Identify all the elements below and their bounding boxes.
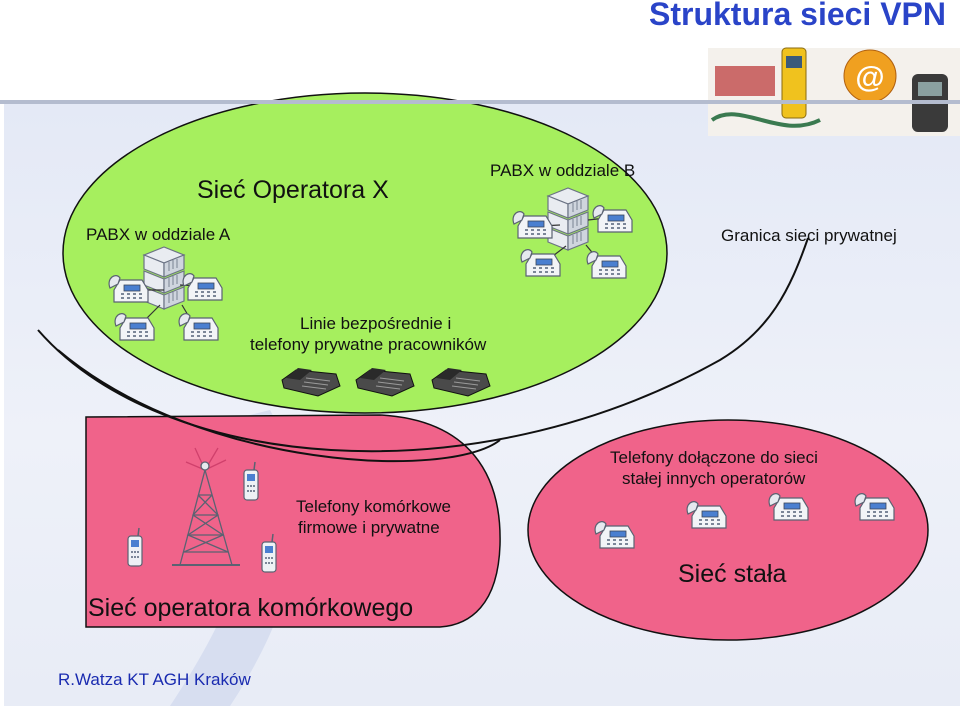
phone-icon (586, 251, 627, 279)
phone-icon (114, 313, 155, 341)
fixed-network-ellipse (527, 419, 929, 641)
fixed-network-label: Sieć stała (678, 560, 787, 588)
fixed-phones-label-2: stałej innych operatorów (622, 469, 806, 488)
branch-b-label: PABX w oddziale B (490, 161, 636, 180)
direct-lines-label-2: telefony prywatne pracowników (250, 335, 487, 354)
footer-credit: R.Watza KT AGH Kraków (58, 670, 251, 689)
header-devices-image: @ (708, 47, 960, 136)
phone-icon (108, 275, 149, 303)
radio-tower-icon (172, 447, 240, 566)
phone-icon (178, 313, 219, 341)
phone-icon (594, 521, 635, 549)
svg-text:@: @ (855, 61, 884, 94)
phone-icon (182, 273, 223, 301)
phone-icon (686, 501, 727, 529)
private-boundary-label: Granica sieci prywatnej (721, 226, 897, 245)
page-title: Struktura sieci VPN (649, 0, 946, 32)
direct-lines-arc (57, 349, 501, 463)
phone-icon (768, 493, 809, 521)
operator-x-label: Sieć Operatora X (197, 176, 389, 204)
phone-icon (592, 205, 633, 233)
phone-icon (854, 493, 895, 521)
mobile-phones-label-2: firmowe i prywatne (298, 518, 440, 537)
mobile-network-shape (85, 414, 501, 628)
title-underline (0, 100, 960, 104)
phone-icon (512, 211, 553, 239)
phone-icon (520, 249, 561, 277)
mobile-phones-label-1: Telefony komórkowe (296, 497, 451, 516)
fixed-phones-label-1: Telefony dołączone do sieci (610, 448, 818, 467)
mobile-network-label: Sieć operatora komórkowego (88, 594, 414, 622)
branch-a-label: PABX w oddziale A (86, 225, 231, 244)
direct-lines-label-1: Linie bezpośrednie i (300, 314, 452, 333)
